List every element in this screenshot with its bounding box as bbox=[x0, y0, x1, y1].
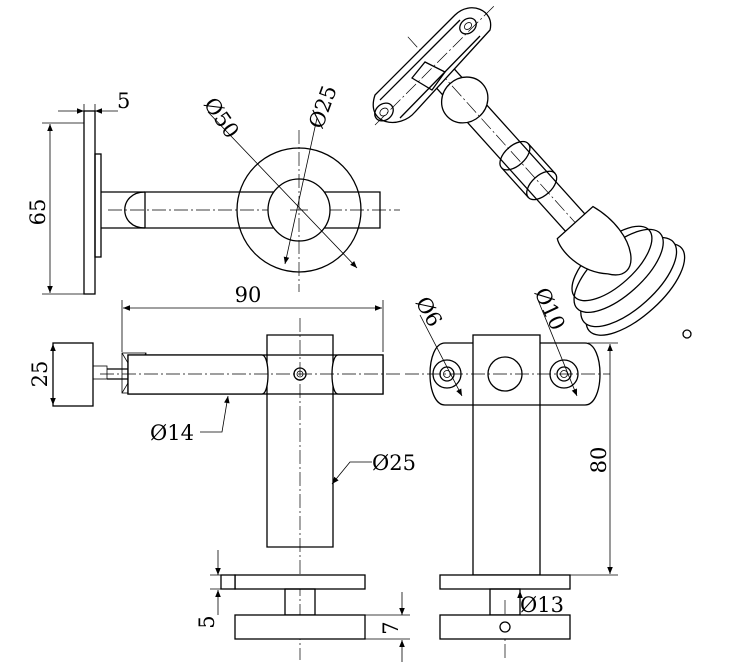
dim-5-top: 5 bbox=[117, 89, 130, 113]
dim-7: 7 bbox=[379, 621, 403, 634]
view-front bbox=[50, 300, 410, 662]
dim-80: 80 bbox=[587, 447, 611, 474]
dim-dia13: Ø13 bbox=[520, 593, 564, 617]
dim-dia14: Ø14 bbox=[150, 421, 194, 445]
view-side-holes bbox=[405, 299, 618, 660]
view-isometric-plate bbox=[372, 4, 692, 339]
dim-90: 90 bbox=[235, 283, 262, 307]
dim-5-base: 5 bbox=[195, 615, 219, 628]
front-plate bbox=[52, 342, 94, 407]
dim-dia25-top: Ø25 bbox=[304, 82, 342, 132]
dim-dia50: Ø50 bbox=[199, 93, 244, 143]
dim-25-side: 25 bbox=[28, 361, 52, 388]
wall-plate bbox=[83, 110, 96, 295]
dim-dia6: Ø6 bbox=[411, 293, 447, 331]
view-top-left-side bbox=[42, 104, 400, 295]
rod-end bbox=[124, 191, 146, 229]
plate-hub bbox=[94, 153, 102, 258]
view-isometric bbox=[407, 36, 686, 336]
dim-dia25-post: Ø25 bbox=[372, 451, 416, 475]
dim-dia10: Ø10 bbox=[529, 284, 569, 334]
dim-65: 65 bbox=[26, 199, 50, 226]
